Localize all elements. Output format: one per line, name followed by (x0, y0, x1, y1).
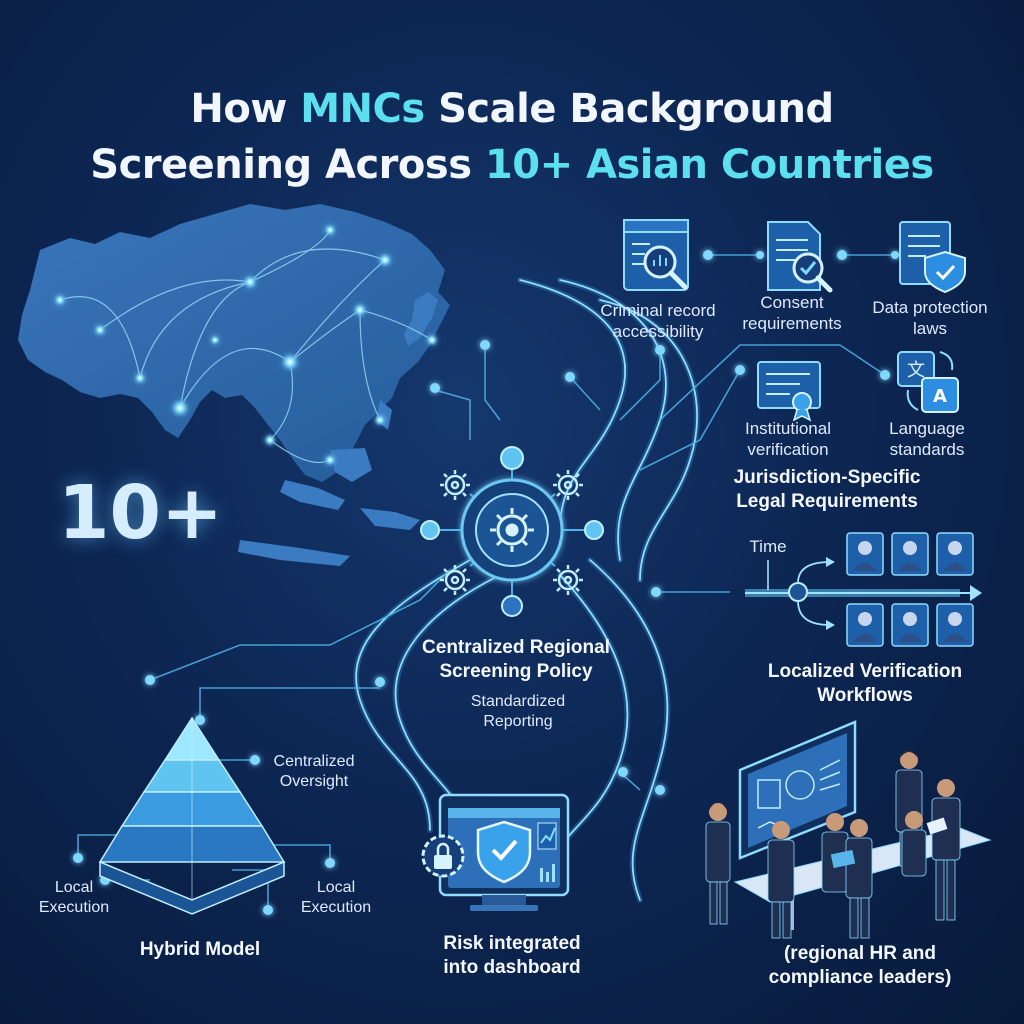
person-icon (943, 612, 967, 642)
person-icon (853, 612, 877, 642)
title-highlight: MNCs (300, 86, 425, 132)
gear-icon (553, 565, 583, 595)
title-highlight: 10+ Asian Countries (484, 142, 934, 188)
pyramid-icon (98, 716, 286, 915)
person-icon (898, 541, 922, 571)
svg-text:文: 文 (907, 360, 925, 381)
gear-icon (553, 470, 583, 500)
page-title-line-1: How MNCs Scale Background (0, 86, 1024, 132)
hybrid-model-heading: Hybrid Model (139, 939, 261, 960)
svg-text:A: A (933, 386, 947, 407)
title-text: How (190, 86, 301, 132)
person-icon (853, 541, 877, 571)
dashboard-monitor (421, 793, 570, 911)
title-text: Screening Across (90, 142, 485, 188)
world-map-icon (18, 204, 450, 566)
consent-document-icon (767, 221, 833, 293)
padlock-gear-icon (421, 834, 465, 878)
person-icon (898, 612, 922, 642)
shield-document-icon (899, 221, 966, 294)
gear-icon (440, 565, 470, 595)
countries-count: 10+ (58, 470, 223, 556)
person-icon (943, 541, 967, 571)
workflow-timeline (745, 532, 982, 647)
page-title-line-2: Screening Across 10+ Asian Countries (0, 142, 1024, 188)
magnifier-document-icon (623, 219, 689, 291)
shield-check-icon (476, 820, 532, 884)
gear-icon (490, 508, 534, 552)
circuit-lines (77, 254, 895, 910)
team-presentation-scene (705, 720, 992, 939)
central-hub (420, 446, 604, 617)
title-text: Scale Background (424, 86, 834, 132)
time-label: Time (749, 537, 787, 556)
connector-dots (73, 250, 899, 915)
gear-icon (440, 470, 470, 500)
certificate-icon (757, 361, 821, 422)
translate-icon: 文 A (897, 351, 959, 413)
